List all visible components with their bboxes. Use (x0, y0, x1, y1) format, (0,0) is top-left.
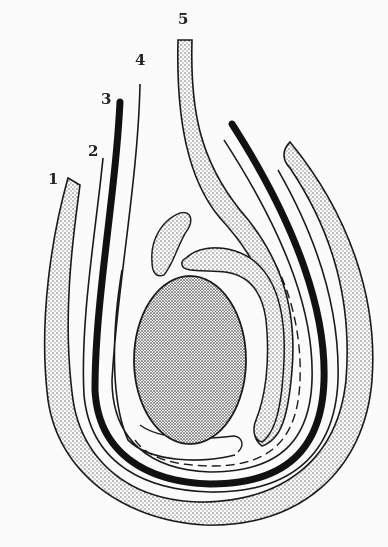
label-1: 1 (48, 170, 58, 188)
label-5: 5 (178, 10, 188, 28)
testis (134, 276, 246, 444)
label-3: 3 (101, 90, 111, 108)
label-4: 4 (135, 51, 145, 69)
label-2: 2 (88, 142, 98, 160)
